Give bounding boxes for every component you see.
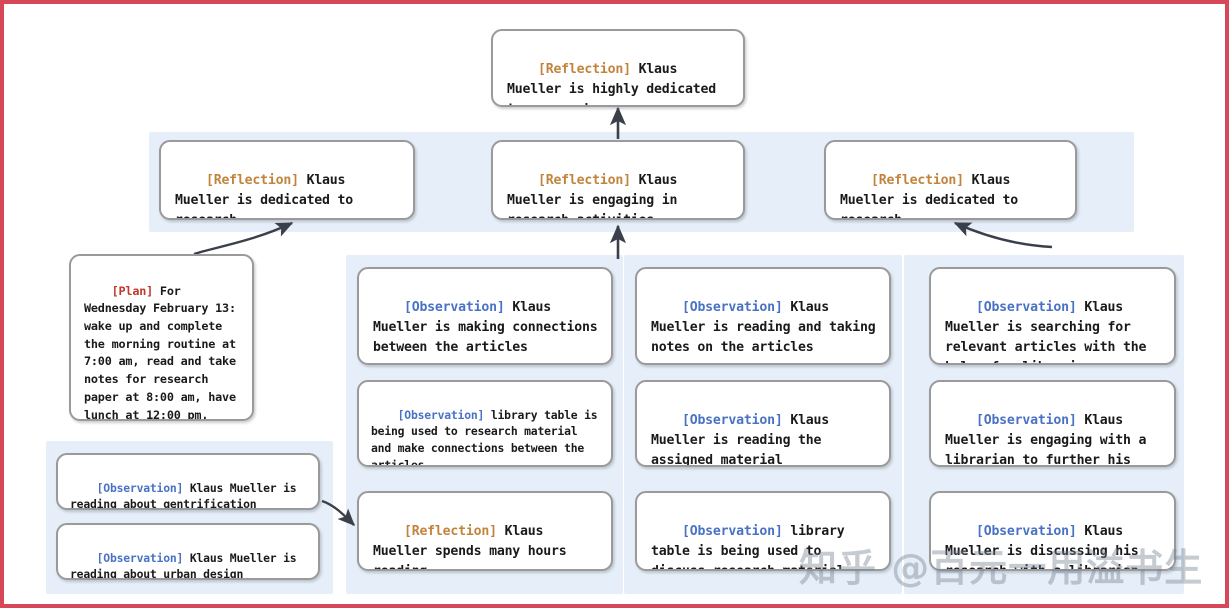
node-text: Klaus Mueller is engaging in research ac…	[507, 173, 678, 218]
node-col-right-2[interactable]: [Observation] Klaus Mueller is engaging …	[929, 380, 1176, 467]
node-text: library table is being used to discuss r…	[651, 524, 845, 569]
node-col-right-3[interactable]: [Observation] Klaus Mueller is discussin…	[929, 491, 1176, 571]
node-text: Klaus Mueller is discussing his research…	[945, 524, 1139, 569]
node-col-mid-1[interactable]: [Observation] Klaus Mueller is reading a…	[635, 267, 891, 365]
node-text: Klaus Mueller is engaging with a librari…	[945, 413, 1147, 467]
node-col-right-1[interactable]: [Observation] Klaus Mueller is searching…	[929, 267, 1176, 365]
node-left-observation-1[interactable]: [Observation] Klaus Mueller is reading a…	[56, 453, 320, 510]
node-root-reflection[interactable]: [Reflection] Klaus Mueller is highly ded…	[491, 29, 745, 107]
node-level2-left[interactable]: [Reflection] Klaus Mueller is dedicated …	[159, 140, 415, 220]
node-left-observation-2[interactable]: [Observation] Klaus Mueller is reading a…	[56, 523, 320, 580]
tag-reflection: [Reflection]	[205, 173, 299, 189]
tag-reflection: [Reflection]	[870, 173, 964, 189]
node-text: library table is being used to research …	[371, 407, 605, 467]
node-plan[interactable]: [Plan] For Wednesday February 13: wake u…	[69, 254, 254, 421]
node-col-left-1[interactable]: [Observation] Klaus Mueller is making co…	[357, 267, 613, 365]
tag-observation: [Observation]	[96, 550, 184, 565]
node-col-mid-2[interactable]: [Observation] Klaus Mueller is reading t…	[635, 380, 891, 467]
tag-reflection: [Reflection]	[537, 62, 631, 78]
node-col-mid-3[interactable]: [Observation] library table is being use…	[635, 491, 891, 571]
node-text: Klaus Mueller is searching for relevant …	[945, 300, 1147, 363]
node-col-left-2[interactable]: [Observation] library table is being use…	[357, 380, 613, 467]
tag-observation: [Observation]	[397, 407, 485, 422]
tag-observation: [Observation]	[681, 524, 783, 540]
tag-observation: [Observation]	[975, 524, 1077, 540]
node-text: Klaus Mueller is reading about gentrific…	[70, 480, 304, 510]
tag-observation: [Observation]	[975, 413, 1077, 429]
node-text: For Wednesday February 13: wake up and c…	[84, 283, 236, 421]
node-col-left-3[interactable]: [Reflection] Klaus Mueller spends many h…	[357, 491, 613, 571]
node-text: Klaus Mueller is reading and taking note…	[651, 300, 884, 356]
node-text: Klaus Mueller spends many hours reading	[373, 524, 567, 569]
tag-observation: [Observation]	[96, 480, 184, 495]
tag-observation: [Observation]	[403, 300, 505, 316]
node-text: Klaus Mueller is dedicated to research	[840, 173, 1019, 218]
node-text: Klaus Mueller is making connections betw…	[373, 300, 606, 356]
node-text: Klaus Mueller is reading about urban des…	[70, 550, 304, 580]
tag-observation: [Observation]	[681, 300, 783, 316]
tag-reflection: [Reflection]	[537, 173, 631, 189]
node-level2-mid[interactable]: [Reflection] Klaus Mueller is engaging i…	[491, 140, 745, 220]
node-text: Klaus Mueller is dedicated to research	[175, 173, 354, 218]
tag-observation: [Observation]	[681, 413, 783, 429]
node-level2-right[interactable]: [Reflection] Klaus Mueller is dedicated …	[824, 140, 1077, 220]
node-text: Klaus Mueller is highly dedicated to res…	[507, 62, 716, 105]
node-text: Klaus Mueller is reading the assigned ma…	[651, 413, 837, 467]
tag-observation: [Observation]	[975, 300, 1077, 316]
tag-plan: [Plan]	[111, 283, 154, 298]
tag-reflection: [Reflection]	[403, 524, 497, 540]
